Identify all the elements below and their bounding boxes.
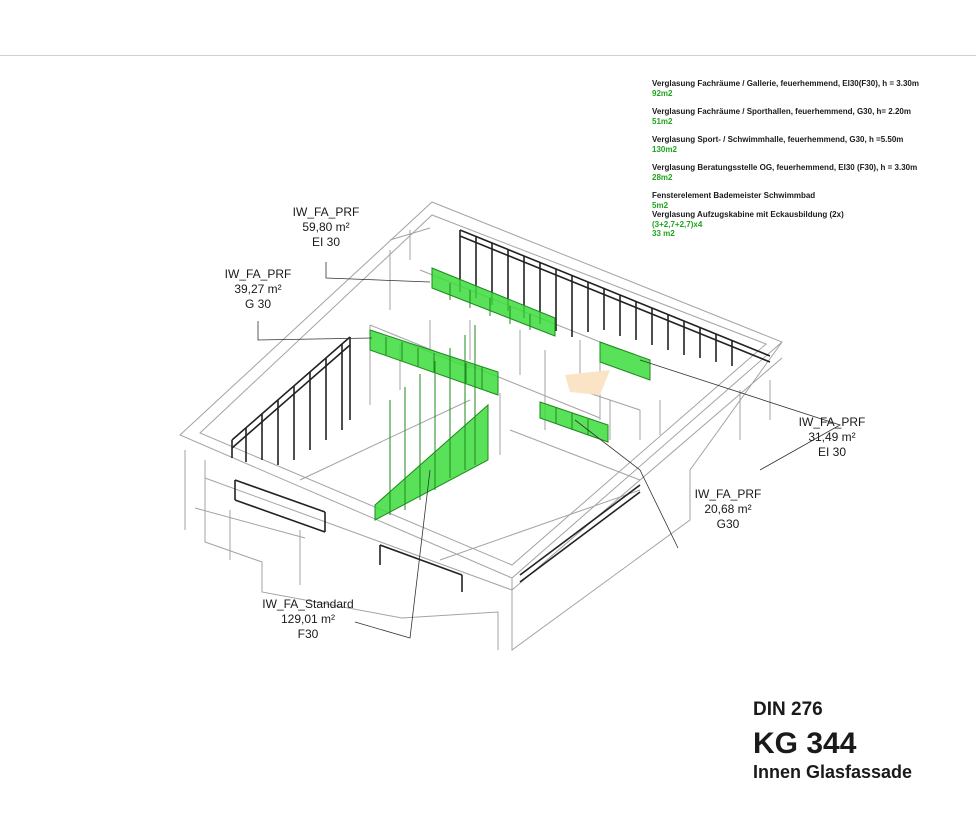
roof-inner-outline (199, 214, 767, 566)
leader-callout-2 (257, 321, 373, 341)
facade-ledge-2 (511, 357, 783, 591)
callout-label: IW_FA_PRF 31,49 m² EI 30 (794, 415, 870, 460)
legend-desc: Verglasung Beratungsstelle OG, feuerhemm… (652, 163, 918, 172)
glazing-bademeister (599, 341, 651, 381)
glazing-legend: Verglasung Fachräume / Gallerie, feuerhe… (652, 79, 972, 248)
glazing-schwimmhalle (374, 403, 489, 521)
legend-value: 51m2 (652, 116, 673, 126)
callout-rating: EI 30 (311, 235, 341, 249)
leader-callout-5 (354, 469, 431, 639)
glazing-gallery (431, 267, 556, 337)
legend-value: (3+2,7+2,7)x4 (652, 219, 703, 229)
callout-type: IW_FA_PRF (224, 267, 292, 281)
callout-area: 31,49 m² (808, 430, 856, 444)
callout-type: IW_FA_PRF (798, 415, 866, 429)
interior-wall (509, 429, 641, 481)
title-standard: DIN 276 (753, 699, 823, 720)
interior-wall (439, 489, 641, 561)
legend-entry: Verglasung Fachräume / Gallerie, feuerhe… (652, 79, 972, 98)
leader-callout-3 (639, 359, 841, 471)
callout-type: IW_FA_Standard (262, 597, 354, 611)
legend-entry: Verglasung Beratungsstelle OG, feuerhemm… (652, 163, 972, 182)
title-code: KG 344 (753, 727, 857, 760)
top-divider (0, 55, 976, 56)
lower-window-strips (234, 479, 641, 592)
legend-entry: Verglasung Aufzugskabine mit Eckausbildu… (652, 210, 972, 239)
callout-rating: G30 (716, 517, 740, 531)
callout-label: IW_FA_PRF 59,80 m² EI 30 (288, 205, 364, 250)
callout-area: 129,01 m² (280, 612, 336, 626)
legend-entry: Verglasung Sport- / Schwimmhalle, feuerh… (652, 135, 972, 154)
legend-value: 130m2 (652, 144, 677, 154)
lower-facade-outline (204, 460, 499, 650)
west-curtain-wall (231, 336, 351, 465)
legend-value: 28m2 (652, 172, 673, 182)
legend-value-total: 33 m2 (652, 229, 675, 238)
callout-label: IW_FA_PRF 20,68 m² G30 (690, 487, 766, 532)
callout-label: IW_FA_Standard 129,01 m² F30 (252, 597, 364, 642)
legend-desc: Verglasung Fachräume / Gallerie, feuerhe… (652, 79, 919, 88)
title-block: DIN 276 KG 344 Innen Glasfassade (753, 699, 912, 783)
interior-wall (299, 399, 471, 481)
callout-area: 59,80 m² (302, 220, 350, 234)
right-facade-outline (511, 341, 783, 651)
legend-desc: Verglasung Sport- / Schwimmhalle, feuerh… (652, 135, 904, 144)
legend-entry: Fensterelement Bademeister Schwimmbad 5m… (652, 191, 972, 210)
facade-ledge (204, 477, 513, 591)
legend-value: 5m2 (652, 200, 669, 210)
callout-label: IW_FA_PRF 39,27 m² G 30 (220, 267, 296, 312)
legend-value: 92m2 (652, 88, 673, 98)
callout-rating: G 30 (244, 297, 271, 311)
legend-desc: Fensterelement Bademeister Schwimmbad (652, 191, 816, 200)
leader-callout-4 (574, 419, 679, 549)
legend-entry: Verglasung Fachräume / Sporthallen, feue… (652, 107, 972, 126)
callout-area: 20,68 m² (704, 502, 752, 516)
callout-rating: EI 30 (817, 445, 847, 459)
callout-type: IW_FA_PRF (694, 487, 762, 501)
callout-type: IW_FA_PRF (292, 205, 360, 219)
leader-callout-1 (325, 262, 431, 283)
legend-desc: Verglasung Fachräume / Sporthallen, feue… (652, 107, 911, 116)
glazing-highlights (369, 267, 651, 521)
legend-desc: Verglasung Aufzugskabine mit Eckausbildu… (652, 210, 844, 219)
title-subtitle: Innen Glasfassade (753, 762, 913, 782)
floor-patch (565, 370, 610, 395)
callout-rating: F30 (297, 627, 319, 641)
callout-area: 39,27 m² (234, 282, 282, 296)
